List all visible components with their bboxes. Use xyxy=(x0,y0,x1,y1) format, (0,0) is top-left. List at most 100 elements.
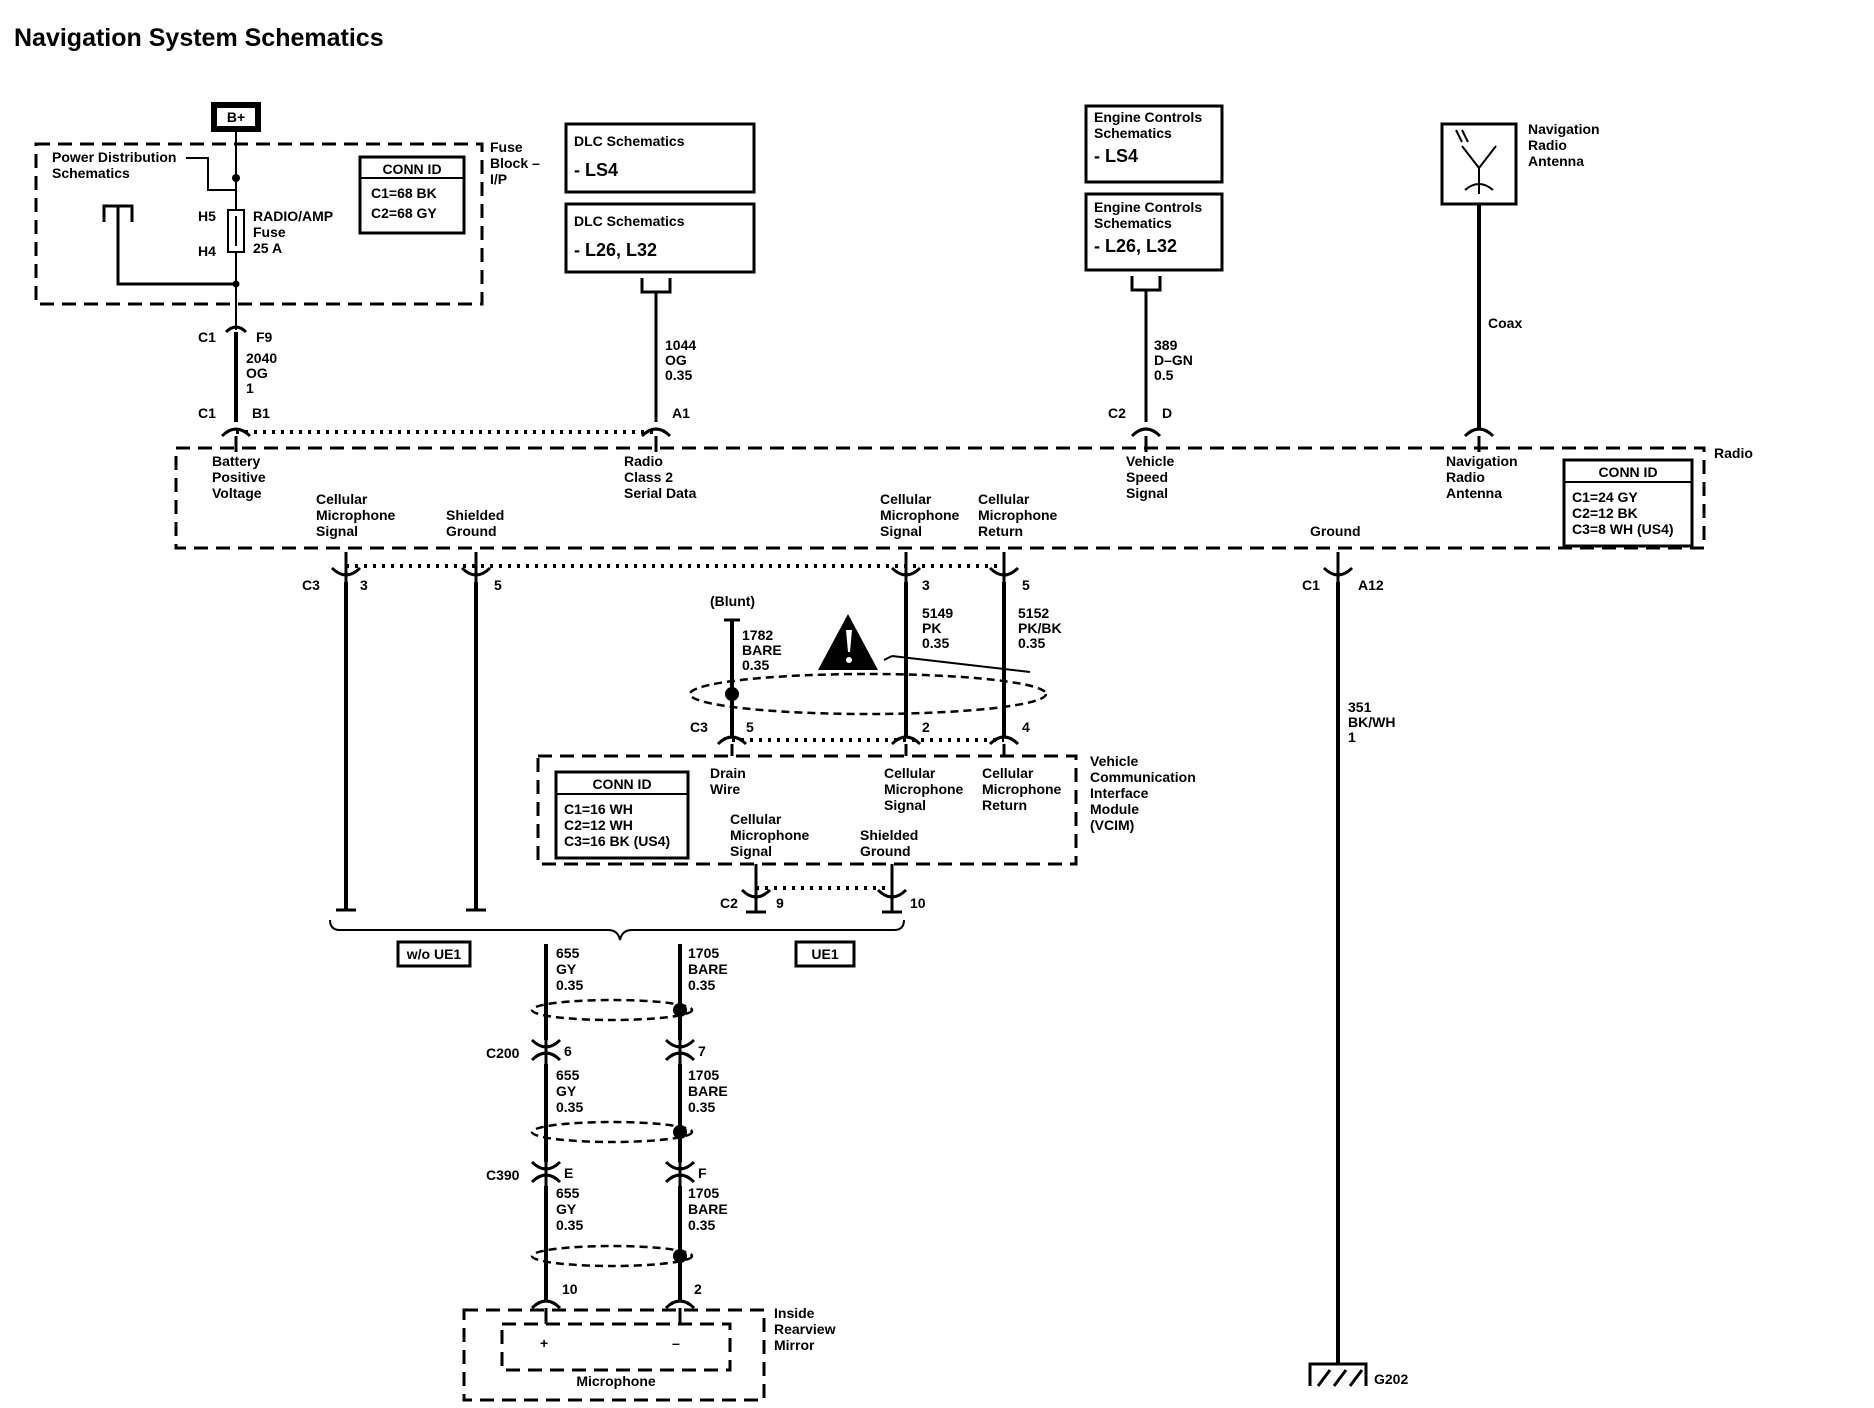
fuse-block-outline xyxy=(34,142,484,306)
pin-10: 10 xyxy=(910,895,926,911)
vcim-conn-id: CONN ID C1=16 WH C2=12 WH C3=16 BK (US4) xyxy=(554,770,690,860)
pin-3-right: 3 xyxy=(922,577,930,593)
b-plus-label: B+ xyxy=(227,109,245,125)
svg-text:UE1: UE1 xyxy=(811,946,838,962)
connector-c390 xyxy=(530,1160,696,1186)
pin-c1-ground: C1 xyxy=(1302,577,1320,593)
power-distribution-link[interactable]: Power Distribution Schematics xyxy=(52,149,180,181)
pin-c200: C200 xyxy=(486,1045,520,1061)
svg-text:- LS4: - LS4 xyxy=(574,160,618,180)
fuse-block-label: Fuse Block – I/P xyxy=(490,139,544,187)
pin-10-mirror: 10 xyxy=(562,1281,578,1297)
pin-d: D xyxy=(1162,405,1172,421)
pin-e: E xyxy=(564,1165,573,1181)
mic-minus: – xyxy=(672,1335,680,1351)
dlc-ls4-box[interactable]: DLC Schematics - LS4 xyxy=(564,122,756,194)
pin-a1: A1 xyxy=(672,405,690,421)
wire-389-label: 389 D–GN 0.5 xyxy=(1154,337,1197,383)
vcim-cell-return-label: Cellular Microphone Return xyxy=(982,765,1065,813)
wire-655-label-3: 655 GY 0.35 xyxy=(556,1185,583,1233)
radio-nav-antenna-label: Navigation Radio Antenna xyxy=(1446,453,1521,501)
dlc-l26-box[interactable]: DLC Schematics - L26, L32 xyxy=(564,202,756,274)
svg-text:C1=68 BK: C1=68 BK xyxy=(371,185,437,201)
wire-351-label: 351 BK/WH 1 xyxy=(1348,699,1399,745)
caution-icon xyxy=(818,614,878,670)
option-without-ue1: w/o UE1 xyxy=(396,940,472,968)
cable-shields xyxy=(530,998,694,1268)
svg-text:Schematics: Schematics xyxy=(1094,215,1172,231)
svg-text:- L26, L32: - L26, L32 xyxy=(1094,236,1177,256)
radio-top-connectors xyxy=(220,427,1495,452)
radio-ground-label: Ground xyxy=(1310,523,1361,539)
mirror-outline xyxy=(462,1308,766,1402)
drain-wire-label: Drain Wire xyxy=(710,765,750,797)
antenna-label: Navigation Radio Antenna xyxy=(1528,121,1603,169)
svg-text:Engine Controls: Engine Controls xyxy=(1094,109,1202,125)
drain-splice-dot xyxy=(725,687,739,701)
vcim-shield-ground-label: Shielded Ground xyxy=(860,827,922,859)
splice-lead xyxy=(186,157,236,191)
svg-text:DLC Schematics: DLC Schematics xyxy=(574,133,685,149)
svg-text:C1=24 GY: C1=24 GY xyxy=(1572,489,1638,505)
pin-6: 6 xyxy=(564,1043,572,1059)
option-bracket xyxy=(329,919,905,941)
svg-text:Schematics: Schematics xyxy=(1094,125,1172,141)
pin-c390: C390 xyxy=(486,1167,520,1183)
svg-text:DLC Schematics: DLC Schematics xyxy=(574,213,685,229)
microphone-outline xyxy=(500,1322,732,1372)
antenna-icon xyxy=(1440,122,1518,206)
svg-text:C2=12 WH: C2=12 WH xyxy=(564,817,633,833)
option-ue1: UE1 xyxy=(794,940,856,968)
wire-1705-label-2: 1705 BARE 0.35 xyxy=(688,1067,732,1115)
radio-conn-id: CONN ID C1=24 GY C2=12 BK C3=8 WH (US4) xyxy=(1562,458,1694,548)
pin-c1-radio: C1 xyxy=(198,405,216,421)
wire-1044 xyxy=(640,278,672,422)
vehicle-speed-label: Vehicle Speed Signal xyxy=(1126,453,1178,501)
vcim-label: Vehicle Communication Interface Module (… xyxy=(1090,753,1200,833)
mic-plus: + xyxy=(540,1335,548,1351)
ground-g202-label: G202 xyxy=(1374,1371,1408,1387)
pin-b1: B1 xyxy=(252,405,270,421)
fuse-block-conn-id: CONN ID C1=68 BK C2=68 GY xyxy=(358,155,466,235)
serial-data-label: Radio Class 2 Serial Data xyxy=(624,453,697,501)
ground-icon xyxy=(1308,1362,1368,1387)
caution-leader xyxy=(883,655,1031,673)
pin-c2-radio: C2 xyxy=(1108,405,1126,421)
pin-5-right: 5 xyxy=(1022,577,1030,593)
ground-fork xyxy=(102,204,236,286)
pin-2-mirror: 2 xyxy=(694,1281,702,1297)
twisted-pair-cable xyxy=(544,944,682,1300)
pin-2-vcim: 2 xyxy=(922,719,930,735)
pin-c2-vcim: C2 xyxy=(720,895,738,911)
vcim-top-connectors xyxy=(716,735,1020,756)
wire-5152-label: 5152 PK/BK 0.35 xyxy=(1018,605,1065,651)
engine-ls4-box[interactable]: Engine Controls Schematics - LS4 xyxy=(1084,104,1224,184)
svg-text:- LS4: - LS4 xyxy=(1094,146,1138,166)
wire-1705-label-1: 1705 BARE 0.35 xyxy=(688,945,732,993)
vcim-outline xyxy=(536,754,1078,866)
coax-label: Coax xyxy=(1488,315,1522,331)
connector-c1-f9 xyxy=(224,325,248,334)
engine-l26-box[interactable]: Engine Controls Schematics - L26, L32 xyxy=(1084,192,1224,272)
vcim-bottom-connectors xyxy=(740,864,908,912)
microphone-label: Microphone xyxy=(576,1373,656,1389)
wire-2040-label: 2040 OG 1 xyxy=(246,350,281,396)
radio-shield-ground-label: Shielded Ground xyxy=(446,507,508,539)
radio-cell-return-label: Cellular Microphone Return xyxy=(978,491,1061,539)
pin-f9: F9 xyxy=(256,329,273,345)
svg-text:w/o UE1: w/o UE1 xyxy=(406,946,462,962)
pin-a12: A12 xyxy=(1358,577,1384,593)
radio-cell-signal-label: Cellular Microphone Signal xyxy=(316,491,399,539)
blunt-label: (Blunt) xyxy=(710,593,755,609)
svg-text:C2=12 BK: C2=12 BK xyxy=(1572,505,1638,521)
pin-c1-top: C1 xyxy=(198,329,216,345)
radio-cell-signal-right-label: Cellular Microphone Signal xyxy=(880,491,963,539)
pin-3-left: 3 xyxy=(360,577,368,593)
wire-1782-label: 1782 BARE 0.35 xyxy=(742,627,786,673)
cable-shield-top xyxy=(688,672,1048,716)
wire-1705-label-3: 1705 BARE 0.35 xyxy=(688,1185,732,1233)
pin-c3-radio: C3 xyxy=(302,577,320,593)
wire-655-label-2: 655 GY 0.35 xyxy=(556,1067,583,1115)
pin-5-left: 5 xyxy=(494,577,502,593)
